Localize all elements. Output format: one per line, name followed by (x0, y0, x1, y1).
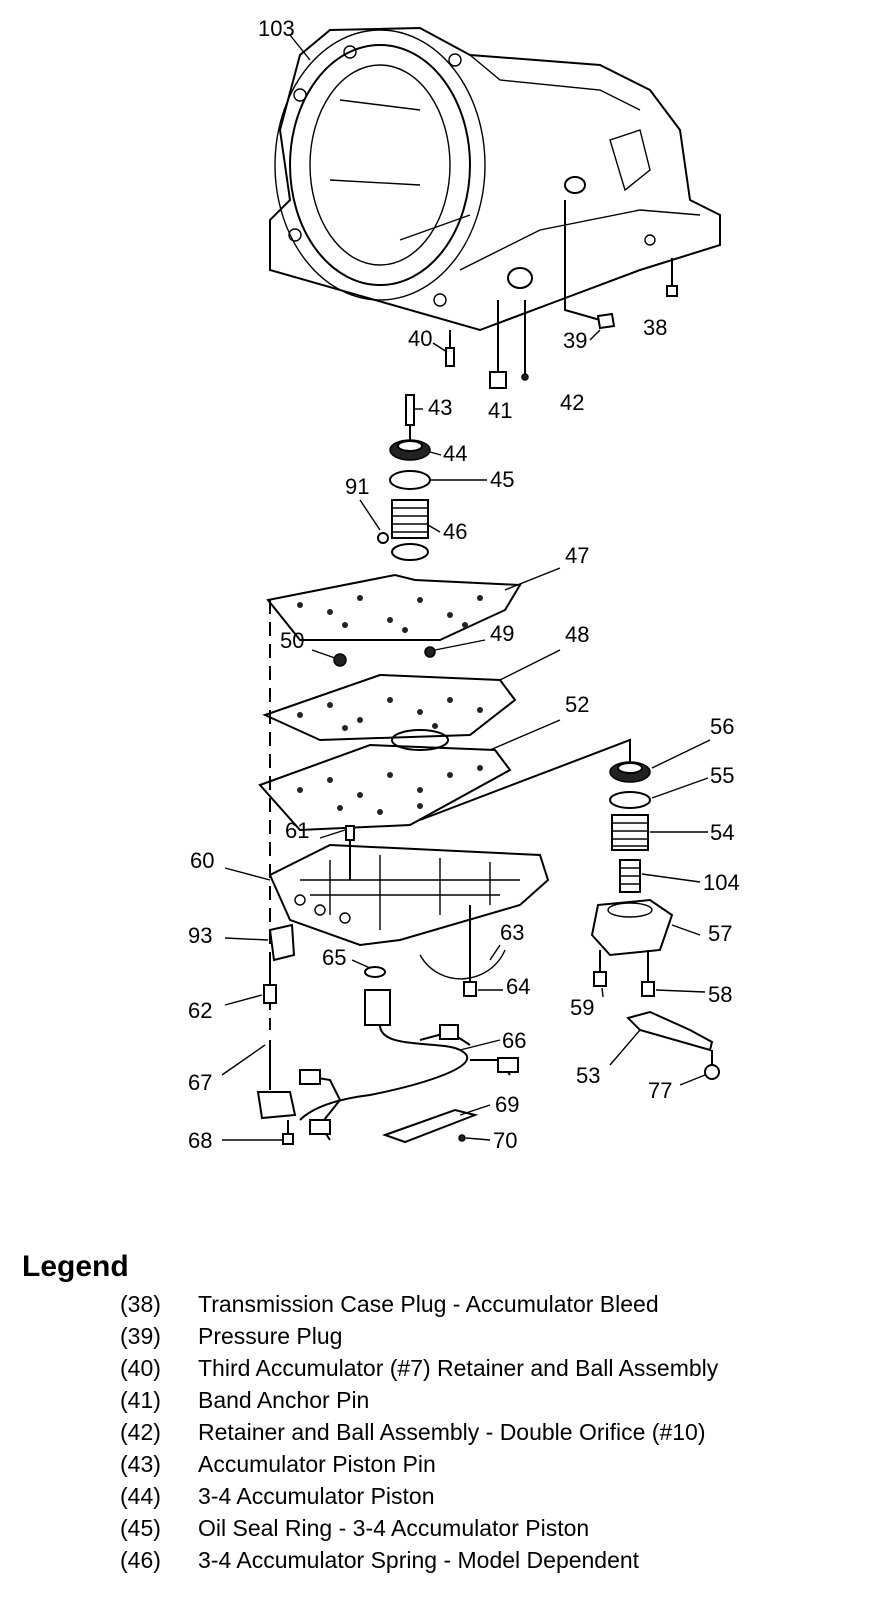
legend-item-description: Pressure Plug (198, 1323, 343, 1349)
callout-69: 69 (495, 1092, 519, 1117)
legend-item-description: Oil Seal Ring - 3-4 Accumulator Piston (198, 1515, 590, 1541)
legend-item-description: Band Anchor Pin (198, 1387, 370, 1413)
legend-item-number: (40) (120, 1355, 161, 1381)
callout-44: 44 (443, 441, 467, 466)
callout-64: 64 (506, 974, 530, 999)
callout-60: 60 (190, 848, 214, 873)
legend-item-description: 3-4 Accumulator Piston (198, 1483, 435, 1509)
legend-item: (38) Transmission Case Plug - Accumulator… (22, 1288, 872, 1320)
exploded-parts-diagram: 103 40 39 38 41 42 43 44 45 91 46 47 49 … (188, 16, 740, 1153)
callout-70: 70 (493, 1128, 517, 1153)
wiring-harness (256, 905, 519, 1145)
callout-93: 93 (188, 923, 212, 948)
callout-91: 91 (345, 474, 369, 499)
accumulator-stack-right (590, 761, 720, 1080)
callout-77: 77 (648, 1078, 672, 1103)
callout-50: 50 (280, 628, 304, 653)
legend-item-description: Third Accumulator (#7) Retainer and Ball… (198, 1355, 719, 1381)
legend-item: (41) Band Anchor Pin (22, 1384, 872, 1416)
callout-54: 54 (710, 820, 734, 845)
callout-56: 56 (710, 714, 734, 739)
callout-39: 39 (563, 328, 587, 353)
callout-104: 104 (703, 870, 740, 895)
callout-46: 46 (443, 519, 467, 544)
callout-67: 67 (188, 1070, 212, 1095)
callout-55: 55 (710, 763, 734, 788)
legend-item-number: (39) (120, 1323, 161, 1349)
leader-lines (221, 34, 711, 1141)
legend-item-number: (42) (120, 1419, 161, 1445)
legend-item-description: Transmission Case Plug - Accumulator Ble… (198, 1291, 659, 1317)
legend-item-description: 3-4 Accumulator Spring - Model Dependent (198, 1547, 640, 1573)
callout-47: 47 (565, 543, 589, 568)
legend-item-description: Accumulator Piston Pin (198, 1451, 436, 1477)
callout-61: 61 (285, 818, 309, 843)
legend-item: (43) Accumulator Piston Pin (22, 1448, 872, 1480)
callout-labels: 103 40 39 38 41 42 43 44 45 91 46 47 49 … (188, 16, 740, 1153)
callout-59: 59 (570, 995, 594, 1020)
legend-item: (44) 3-4 Accumulator Piston (22, 1480, 872, 1512)
legend: Legend (38) Transmission Case Plug - Accu… (22, 1250, 872, 1576)
callout-63: 63 (500, 920, 524, 945)
case-small-parts (445, 200, 678, 389)
legend-item-number: (45) (120, 1515, 161, 1541)
accumulator-stack-left (377, 394, 431, 561)
callout-62: 62 (188, 998, 212, 1023)
legend-item: (46) 3-4 Accumulator Spring - Model Depen… (22, 1544, 872, 1576)
callout-43: 43 (428, 395, 452, 420)
callout-103: 103 (258, 16, 295, 41)
legend-item-number: (44) (120, 1483, 161, 1509)
callout-45: 45 (490, 467, 514, 492)
legend-item: (40) Third Accumulator (#7) Retainer and … (22, 1352, 872, 1384)
transmission-case (269, 26, 721, 332)
legend-item: (45) Oil Seal Ring - 3-4 Accumulator Pist… (22, 1512, 872, 1544)
valve-body (268, 825, 550, 947)
callout-53: 53 (576, 1063, 600, 1088)
legend-item-number: (38) (120, 1291, 161, 1317)
legend-item: (42) Retainer and Ball Assembly - Double … (22, 1416, 872, 1448)
legend-item-number: (43) (120, 1451, 161, 1477)
legend-item: (39) Pressure Plug (22, 1320, 872, 1352)
legend-item-description: Retainer and Ball Assembly - Double Orif… (198, 1419, 706, 1445)
callout-68: 68 (188, 1128, 212, 1153)
callout-57: 57 (708, 921, 732, 946)
callout-49: 49 (490, 621, 514, 646)
spacer-plates (258, 573, 631, 1030)
legend-list: (38) Transmission Case Plug - Accumulator… (22, 1288, 872, 1576)
callout-40: 40 (408, 326, 432, 351)
callout-48: 48 (565, 622, 589, 647)
legend-item-number: (46) (120, 1547, 161, 1573)
callout-41: 41 (488, 398, 512, 423)
legend-title: Legend (22, 1250, 129, 1283)
callout-42: 42 (560, 390, 584, 415)
callout-65: 65 (322, 945, 346, 970)
callout-66: 66 (502, 1028, 526, 1053)
callout-52: 52 (565, 692, 589, 717)
callout-58: 58 (708, 982, 732, 1007)
callout-38: 38 (643, 315, 667, 340)
legend-item-number: (41) (120, 1387, 161, 1413)
